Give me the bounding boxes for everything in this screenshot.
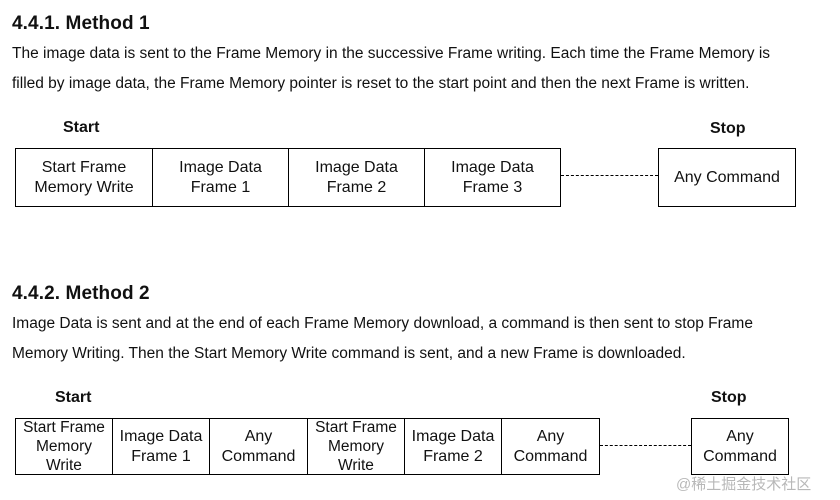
- diagram1-box-any-command: Any Command: [658, 148, 796, 207]
- diagram1-start-label: Start: [63, 119, 100, 136]
- box-text-line: Image Data: [411, 427, 495, 445]
- box-text-line: Image Data: [451, 158, 534, 176]
- box-text-line: Image Data: [119, 427, 203, 445]
- box-text-line: Start Frame: [41, 158, 127, 176]
- box-text-line: Memory: [36, 438, 92, 455]
- box-text-line: Command: [513, 447, 588, 465]
- box-text-line: Frame 2: [423, 447, 483, 465]
- diagram2-stop-label: Stop: [711, 389, 747, 406]
- diagram2-dashed-connector: [600, 445, 691, 446]
- box-text-line: Any: [244, 427, 273, 445]
- diagram2-start-label: Start: [55, 389, 92, 406]
- box-text-line: Write: [338, 457, 374, 474]
- box-text-line: Frame 2: [326, 178, 387, 196]
- box-text-line: Memory Write: [34, 178, 134, 196]
- box-text-line: Any: [726, 427, 754, 445]
- box-text-line: Start Frame: [315, 419, 397, 436]
- section-heading-method-2: 4.4.2. Method 2: [12, 283, 150, 304]
- box-text-line: Frame 1: [131, 447, 191, 465]
- section-paragraph-method-2: Image Data is sent and at the end of eac…: [12, 309, 838, 369]
- box-text-line: Image Data: [179, 158, 262, 176]
- diagram1-stop-label: Stop: [710, 120, 746, 137]
- paragraph-line: The image data is sent to the Frame Memo…: [12, 45, 771, 62]
- box-text-line: Command: [221, 447, 296, 465]
- box-text-line: Any: [536, 427, 565, 445]
- box-text-line: Any Command: [674, 168, 780, 186]
- section-heading-method-1: 4.4.1. Method 1: [12, 13, 150, 34]
- box-text-line: Command: [703, 447, 777, 465]
- box-text-line: Frame 1: [190, 178, 251, 196]
- box-text-line: Image Data: [315, 158, 398, 176]
- diagram1-dashed-connector: [561, 175, 658, 176]
- box-text-line: Start Frame: [23, 419, 105, 436]
- paragraph-line: Memory Writing. Then the Start Memory Wr…: [12, 345, 686, 362]
- box-text-line: Memory: [328, 438, 384, 455]
- watermark-text: @稀土掘金技术社区: [676, 476, 812, 493]
- section-paragraph-method-1: The image data is sent to the Frame Memo…: [12, 39, 838, 99]
- paragraph-line: Image Data is sent and at the end of eac…: [12, 315, 753, 332]
- paragraph-line: filled by image data, the Frame Memory p…: [12, 75, 750, 92]
- box-text-line: Frame 3: [462, 178, 523, 196]
- box-text-line: Write: [46, 457, 82, 474]
